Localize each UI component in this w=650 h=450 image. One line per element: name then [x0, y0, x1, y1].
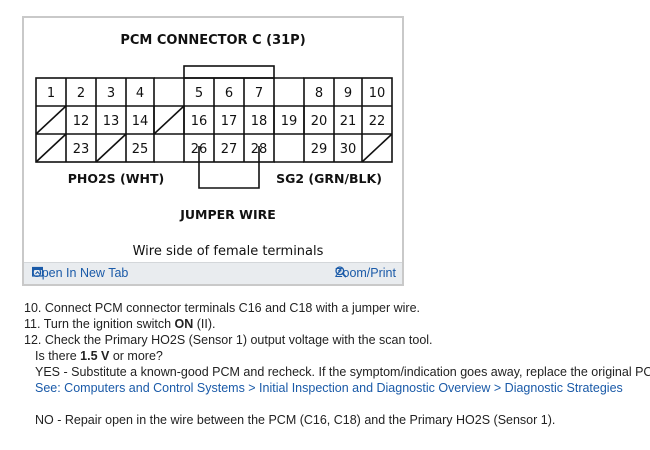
pin-label: 7: [255, 86, 263, 101]
pin-label: 17: [221, 114, 238, 129]
pin-numbers: 1 2 3 4 5 6 7 8 9 10 12 13 14 16 17 18 1…: [47, 86, 385, 157]
figure-toolbar: Open In New Tab Zoom/Print: [24, 262, 402, 284]
procedure-steps: 10. Connect PCM connector terminals C16 …: [24, 300, 650, 428]
pin-label: 3: [107, 86, 115, 101]
pin-label: 5: [195, 86, 203, 101]
pin-label: 28: [251, 142, 268, 157]
diagram-title: PCM CONNECTOR C (31P): [120, 33, 305, 48]
open-tab-icon: [32, 266, 43, 277]
yes-answer: YES - Substitute a known-good PCM and re…: [35, 365, 650, 379]
pin-label: 27: [221, 142, 238, 157]
pin-label: 9: [344, 86, 352, 101]
spacer: [24, 396, 634, 412]
pin-label: 6: [225, 86, 233, 101]
pin-label: 19: [281, 114, 298, 129]
pin-label: 13: [103, 114, 120, 129]
step-11-text: 11. Turn the ignition switch: [24, 317, 175, 331]
zoom-print-label: Zoom/Print: [334, 266, 396, 280]
pin-label: 29: [311, 142, 328, 157]
jumper-wire-label: JUMPER WIRE: [179, 207, 276, 222]
step-11: 11. Turn the ignition switch ON (II).: [24, 316, 634, 332]
pin-label: 20: [311, 114, 328, 129]
pin-label: 2: [77, 86, 85, 101]
step-question: Is there 1.5 V or more?: [24, 348, 634, 364]
pin-label: 10: [369, 86, 386, 101]
question-suffix: or more?: [109, 349, 163, 363]
connector-body: [35, 77, 393, 189]
pin-label: 12: [73, 114, 90, 129]
pho2s-label: PHO2S (WHT): [68, 171, 165, 186]
connector-lock-tab: [183, 65, 275, 79]
see-link-row: See: Computers and Control Systems > Ini…: [24, 380, 634, 396]
open-new-tab-label: Open In New Tab: [32, 266, 129, 280]
pin-label: 1: [47, 86, 55, 101]
step-12: 12. Check the Primary HO2S (Sensor 1) ou…: [24, 333, 433, 347]
pin-label: 16: [191, 114, 208, 129]
zoom-icon: [335, 266, 347, 278]
sg2-label: SG2 (GRN/BLK): [276, 171, 382, 186]
connector-figure: PCM CONNECTOR C (31P): [22, 16, 404, 286]
diagnostic-strategies-link[interactable]: See: Computers and Control Systems > Ini…: [35, 381, 623, 395]
pin-label: 25: [132, 142, 149, 157]
zoom-print-link[interactable]: Zoom/Print: [335, 266, 396, 280]
step-11-bold: ON: [174, 317, 194, 331]
no-answer: NO - Repair open in the wire between the…: [35, 413, 556, 427]
pin-label: 30: [340, 142, 357, 157]
connector-diagram: PCM CONNECTOR C (31P): [35, 33, 393, 259]
pin-label: 21: [340, 114, 357, 129]
question-bold: 1.5 V: [80, 349, 110, 363]
step-10: 10. Connect PCM connector terminals C16 …: [24, 301, 421, 315]
pin-label: 4: [136, 86, 144, 101]
pin-label: 14: [132, 114, 149, 129]
pin-label: 26: [191, 142, 208, 157]
open-new-tab-link[interactable]: Open In New Tab: [32, 266, 128, 280]
step-11-suffix: (II).: [193, 317, 216, 331]
diagram-caption: Wire side of female terminals: [133, 244, 324, 259]
pin-label: 8: [315, 86, 323, 101]
pin-label: 22: [369, 114, 386, 129]
pin-label: 23: [73, 142, 90, 157]
pin-label: 18: [251, 114, 268, 129]
question-text: Is there: [35, 349, 81, 363]
